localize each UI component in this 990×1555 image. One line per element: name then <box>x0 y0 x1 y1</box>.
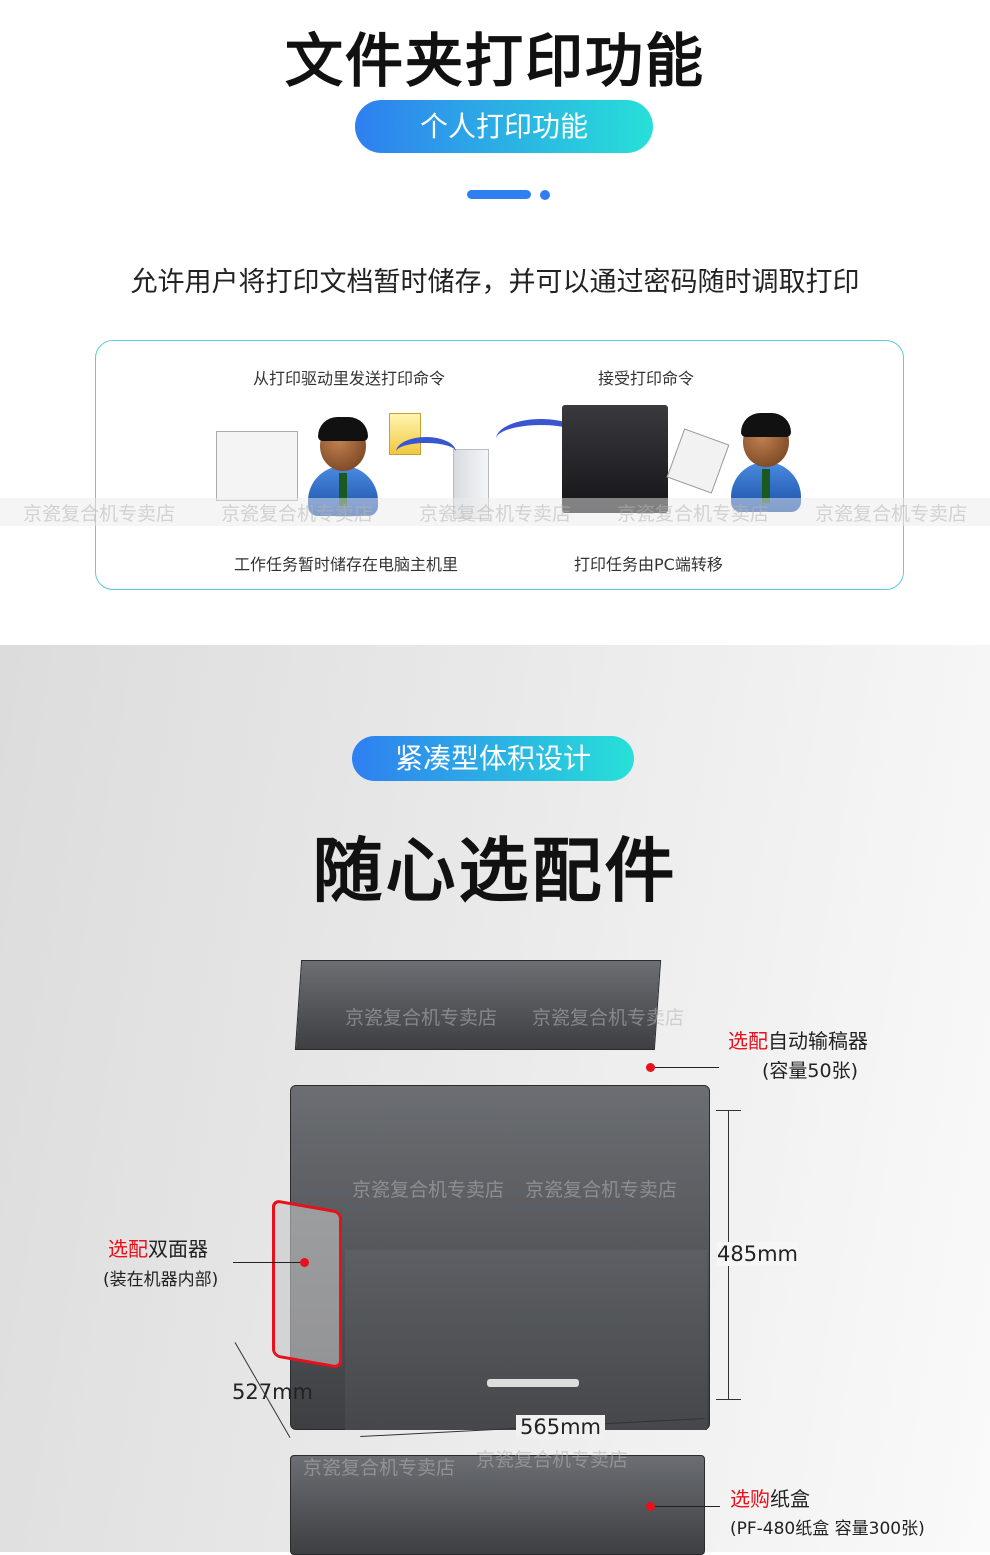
callout-line <box>655 1506 720 1507</box>
caption-transfer-from-pc: 打印任务由PC端转移 <box>574 555 723 574</box>
compact-design-badge: 紧凑型体积设计 <box>352 736 634 781</box>
label-text: 自动输稿器 <box>768 1029 868 1053</box>
width-dimension: 565mm <box>516 1415 605 1439</box>
watermark-strip: 京瓷复合机专卖店 京瓷复合机专卖店 京瓷复合机专卖店 京瓷复合机专卖店 京瓷复合… <box>0 498 990 526</box>
feature-badge: 个人打印功能 <box>355 100 653 153</box>
height-dimension: 485mm <box>717 1242 798 1266</box>
highlight-text: 选配 <box>108 1237 148 1261</box>
watermark: 京瓷复合机专卖店 <box>352 1179 505 1201</box>
highlight-text: 选购 <box>730 1487 770 1511</box>
watermark: 京瓷复合机专卖店 <box>814 502 967 525</box>
callout-dot <box>646 1063 655 1072</box>
printer-image <box>562 405 668 513</box>
highlight-text: 选配 <box>728 1029 768 1053</box>
print-flow-diagram: 从打印驱动里发送打印命令 接受打印命令 工作任务暂时储存在电脑主机里 打印任务由… <box>95 340 904 590</box>
adf-callout-detail: (容量50张) <box>762 1060 859 1082</box>
watermark: 京瓷复合机专卖店 <box>303 1457 456 1479</box>
label-text: 纸盒 <box>770 1487 810 1511</box>
arrow-icon <box>396 437 456 467</box>
cassette-callout-title: 选购纸盒 <box>730 1483 810 1512</box>
watermark: 京瓷复合机专卖店 <box>525 1179 678 1201</box>
adf-callout-title: 选配自动输稿器 <box>728 1025 868 1054</box>
paper-drawer <box>345 1250 707 1430</box>
watermark: 京瓷复合机专卖店 <box>220 502 373 525</box>
caption-send-command: 从打印驱动里发送打印命令 <box>253 369 446 388</box>
watermark: 京瓷复合机专卖店 <box>616 502 769 525</box>
paper-cassette-image <box>290 1455 705 1555</box>
folder-print-section: 文件夹打印功能 个人打印功能 允许用户将打印文档暂时储存，并可以通过密码随时调取… <box>0 0 990 645</box>
divider-dot <box>540 190 550 200</box>
duplex-callout-detail: (装在机器内部) <box>103 1270 219 1290</box>
duplex-unit-image <box>272 1198 342 1370</box>
print-dialog-image <box>216 431 298 501</box>
arrow-icon <box>496 419 586 459</box>
accessories-title: 随心选配件 <box>312 830 678 912</box>
label-text: 双面器 <box>148 1237 208 1261</box>
callout-line <box>233 1262 300 1263</box>
cassette-callout-detail: (PF-480纸盒 容量300张) <box>730 1519 925 1539</box>
depth-dimension: 527mm <box>232 1380 313 1404</box>
watermark: 京瓷复合机专卖店 <box>532 1007 685 1029</box>
watermark: 京瓷复合机专卖店 <box>476 1449 629 1471</box>
feature-description: 允许用户将打印文档暂时储存，并可以通过密码随时调取打印 <box>130 267 860 298</box>
duplex-callout-title: 选配双面器 <box>108 1233 208 1262</box>
caption-receive-command: 接受打印命令 <box>598 369 695 388</box>
dimension-tick <box>716 1399 741 1400</box>
divider-bar <box>467 190 531 199</box>
watermark: 京瓷复合机专卖店 <box>418 502 571 525</box>
printed-paper-icon <box>666 428 730 494</box>
watermark: 京瓷复合机专卖店 <box>345 1007 498 1029</box>
section-title: 文件夹打印功能 <box>284 27 705 95</box>
caption-stored-on-pc: 工作任务暂时储存在电脑主机里 <box>234 555 459 574</box>
dimension-tick <box>716 1110 741 1111</box>
callout-line <box>655 1067 719 1068</box>
accessories-section: 紧凑型体积设计 随心选配件 选配自动输稿器 (容量50张) 选配双面器 (装在机… <box>0 645 990 1555</box>
drawer-handle <box>487 1379 579 1387</box>
callout-dot <box>300 1258 309 1267</box>
watermark: 京瓷复合机专卖店 <box>22 502 175 525</box>
callout-dot <box>646 1502 655 1511</box>
